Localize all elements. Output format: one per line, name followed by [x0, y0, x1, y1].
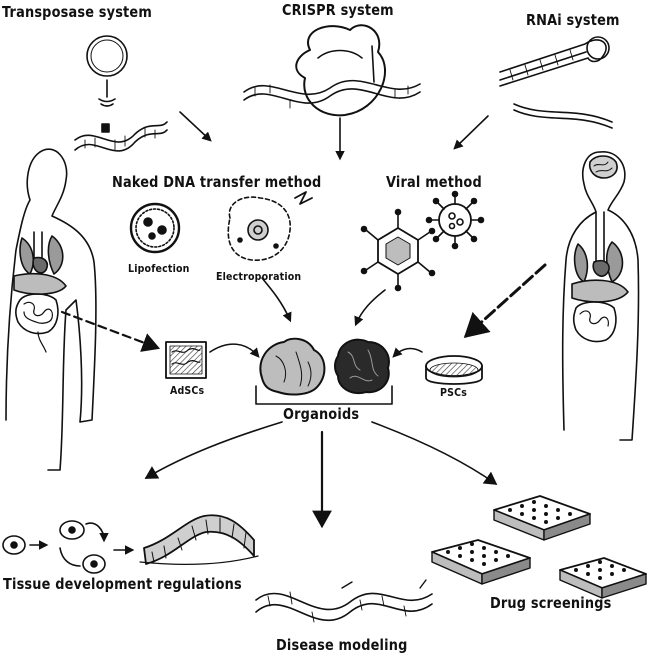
label-pscs: PSCs	[440, 386, 468, 399]
arrow-viral	[354, 289, 386, 327]
electroporation-icon	[227, 191, 313, 261]
dna-helix-icon	[255, 579, 433, 623]
organoid-light-icon	[259, 337, 326, 396]
arrow-left-human-adscs	[60, 310, 161, 352]
lipofection-icon	[129, 202, 181, 254]
arrow-rnai	[453, 115, 489, 150]
adscs-cells-icon	[165, 341, 207, 379]
well-plate-icon-middle	[431, 539, 531, 585]
label-naked-dna-transfer: Naked DNA transfer method	[112, 173, 322, 191]
arrow-pscs-organoid	[392, 347, 423, 358]
tissue-development-icon	[2, 514, 259, 574]
right-human-figure	[561, 151, 640, 441]
arrow-right-human-pscs	[463, 263, 547, 339]
spherical-virus-icon	[425, 190, 485, 250]
rnai-hairpin-icon	[499, 36, 613, 129]
transposase-icon	[74, 35, 168, 152]
arrow-drug	[371, 421, 498, 485]
label-rnai-system: RNAi system	[526, 11, 620, 29]
pscs-petri-dish-icon	[425, 355, 483, 385]
arrow-transposase	[179, 111, 212, 142]
organoid-dark-icon	[334, 338, 390, 394]
label-organoids: Organoids	[283, 405, 360, 423]
left-human-figure	[5, 148, 97, 471]
label-lipofection: Lipofection	[128, 262, 190, 275]
label-drug-screenings: Drug screenings	[490, 594, 612, 612]
crispr-cas9-icon	[243, 24, 421, 117]
arrow-naked-dna	[261, 277, 292, 323]
organoids-bracket	[255, 385, 393, 405]
label-disease-modeling: Disease modeling	[276, 636, 408, 654]
label-electroporation: Electroporation	[216, 270, 302, 283]
label-adscs: AdSCs	[170, 384, 205, 397]
label-tissue-development: Tissue development regulations	[3, 575, 242, 593]
label-transposase-system: Transposase system	[2, 3, 152, 21]
arrow-tissue	[144, 421, 283, 479]
well-plate-icon-top	[493, 495, 591, 541]
label-viral-method: Viral method	[386, 173, 482, 191]
arrow-adscs-organoid	[209, 343, 260, 358]
phage-virus-icon	[360, 208, 436, 292]
well-plate-icon-bottom	[559, 557, 647, 599]
label-crispr-system: CRISPR system	[282, 1, 394, 19]
